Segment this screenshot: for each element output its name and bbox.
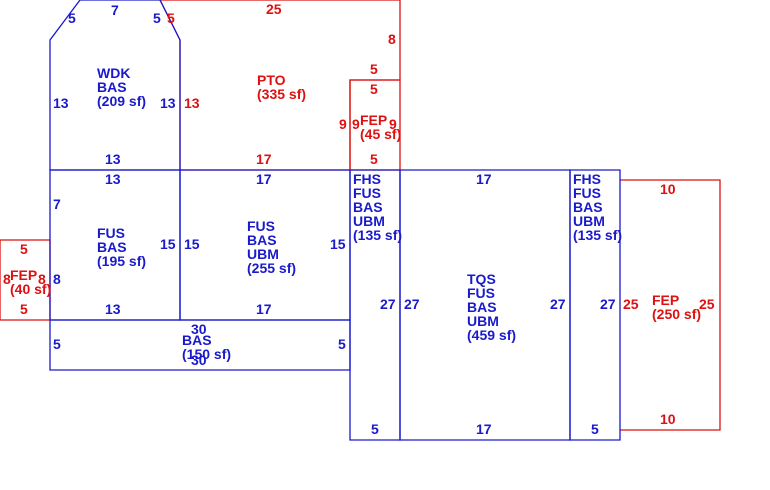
dim-fep-top-left: 9 [352,116,360,132]
dim-fus-mid-right: 15 [330,236,346,252]
fep-left-label: FEP (40 sf) [10,267,51,297]
dim-pto-right: 8 [388,31,396,47]
dim-fep-top-bottom: 5 [370,151,378,167]
dim-fep-right-left: 25 [623,296,639,312]
dim-tqs-left: 27 [404,296,420,312]
dim-fep-left-left: 8 [3,271,11,287]
dim-bas-bottom: 30 [191,352,207,368]
fhs-right-label: FHS FUS BAS UBM (135 sf) [573,171,622,243]
fus-left-label: FUS BAS (195 sf) [97,225,146,269]
dim-bas-top: 30 [191,321,207,337]
wdk-label: WDK BAS (209 sf) [97,65,146,109]
dim-fus-left-bottom: 13 [105,301,121,317]
dim-fus-left-conn: 8 [53,271,61,287]
fhs-left-label: FHS FUS BAS UBM (135 sf) [353,171,402,243]
dim-wdk-top-right: 5 [153,10,161,26]
dim-fep-top-top: 5 [370,81,378,97]
dim-bas-right: 5 [338,336,346,352]
dim-fus-mid-top: 17 [256,171,272,187]
dim-fus-mid-left: 15 [184,236,200,252]
dim-fep-left-bottom: 5 [20,301,28,317]
dim-pto-bottom: 17 [256,151,272,167]
fep-right-label: FEP (250 sf) [652,292,701,322]
pto-label: PTO (335 sf) [257,72,306,102]
dim-fus-left-left: 7 [53,196,61,212]
dim-fep-right-top: 10 [660,181,676,197]
dim-fhs-right-bottom: 5 [591,421,599,437]
dim-wdk-top: 7 [111,2,119,18]
bas-bottom-label: BAS (150 sf) [182,332,231,362]
dim-fus-left-top: 13 [105,171,121,187]
fep-right-outline [620,179,721,431]
dim-wdk-left: 13 [53,95,69,111]
dim-wdk-bottom: 13 [105,151,121,167]
dim-tqs-top: 17 [476,171,492,187]
dim-pto-top: 25 [266,1,282,17]
dim-bas-left: 5 [53,336,61,352]
dim-fep-top-left-ext: 9 [339,116,347,132]
dim-fus-mid-bottom: 17 [256,301,272,317]
dim-wdk-top-left: 5 [68,10,76,26]
dim-wdk-right: 13 [160,95,176,111]
dim-fep-top-right: 9 [389,116,397,132]
fus-mid-label: FUS BAS UBM (255 sf) [247,218,296,276]
dim-fhs-left-bottom: 5 [371,421,379,437]
dim-fhs-left-left: 27 [380,296,396,312]
dim-fep-left-right: 8 [38,271,46,287]
dim-tqs-bottom: 17 [476,421,492,437]
dim-pto-top-left: 5 [167,10,175,26]
fhs-right-outline [569,169,621,441]
dim-fhs-right-left: 27 [600,296,616,312]
dim-fus-left-right: 15 [160,236,176,252]
tqs-label: TQS FUS BAS UBM (459 sf) [467,271,516,343]
dim-fep-right-right: 25 [699,296,715,312]
dim-pto-left: 13 [184,95,200,111]
dim-pto-step: 5 [370,61,378,77]
fep-top-label: FEP (45 sf) [360,112,401,142]
dim-fep-right-bottom: 10 [660,411,676,427]
dim-tqs-right: 27 [550,296,566,312]
dim-fep-left-top: 5 [20,241,28,257]
